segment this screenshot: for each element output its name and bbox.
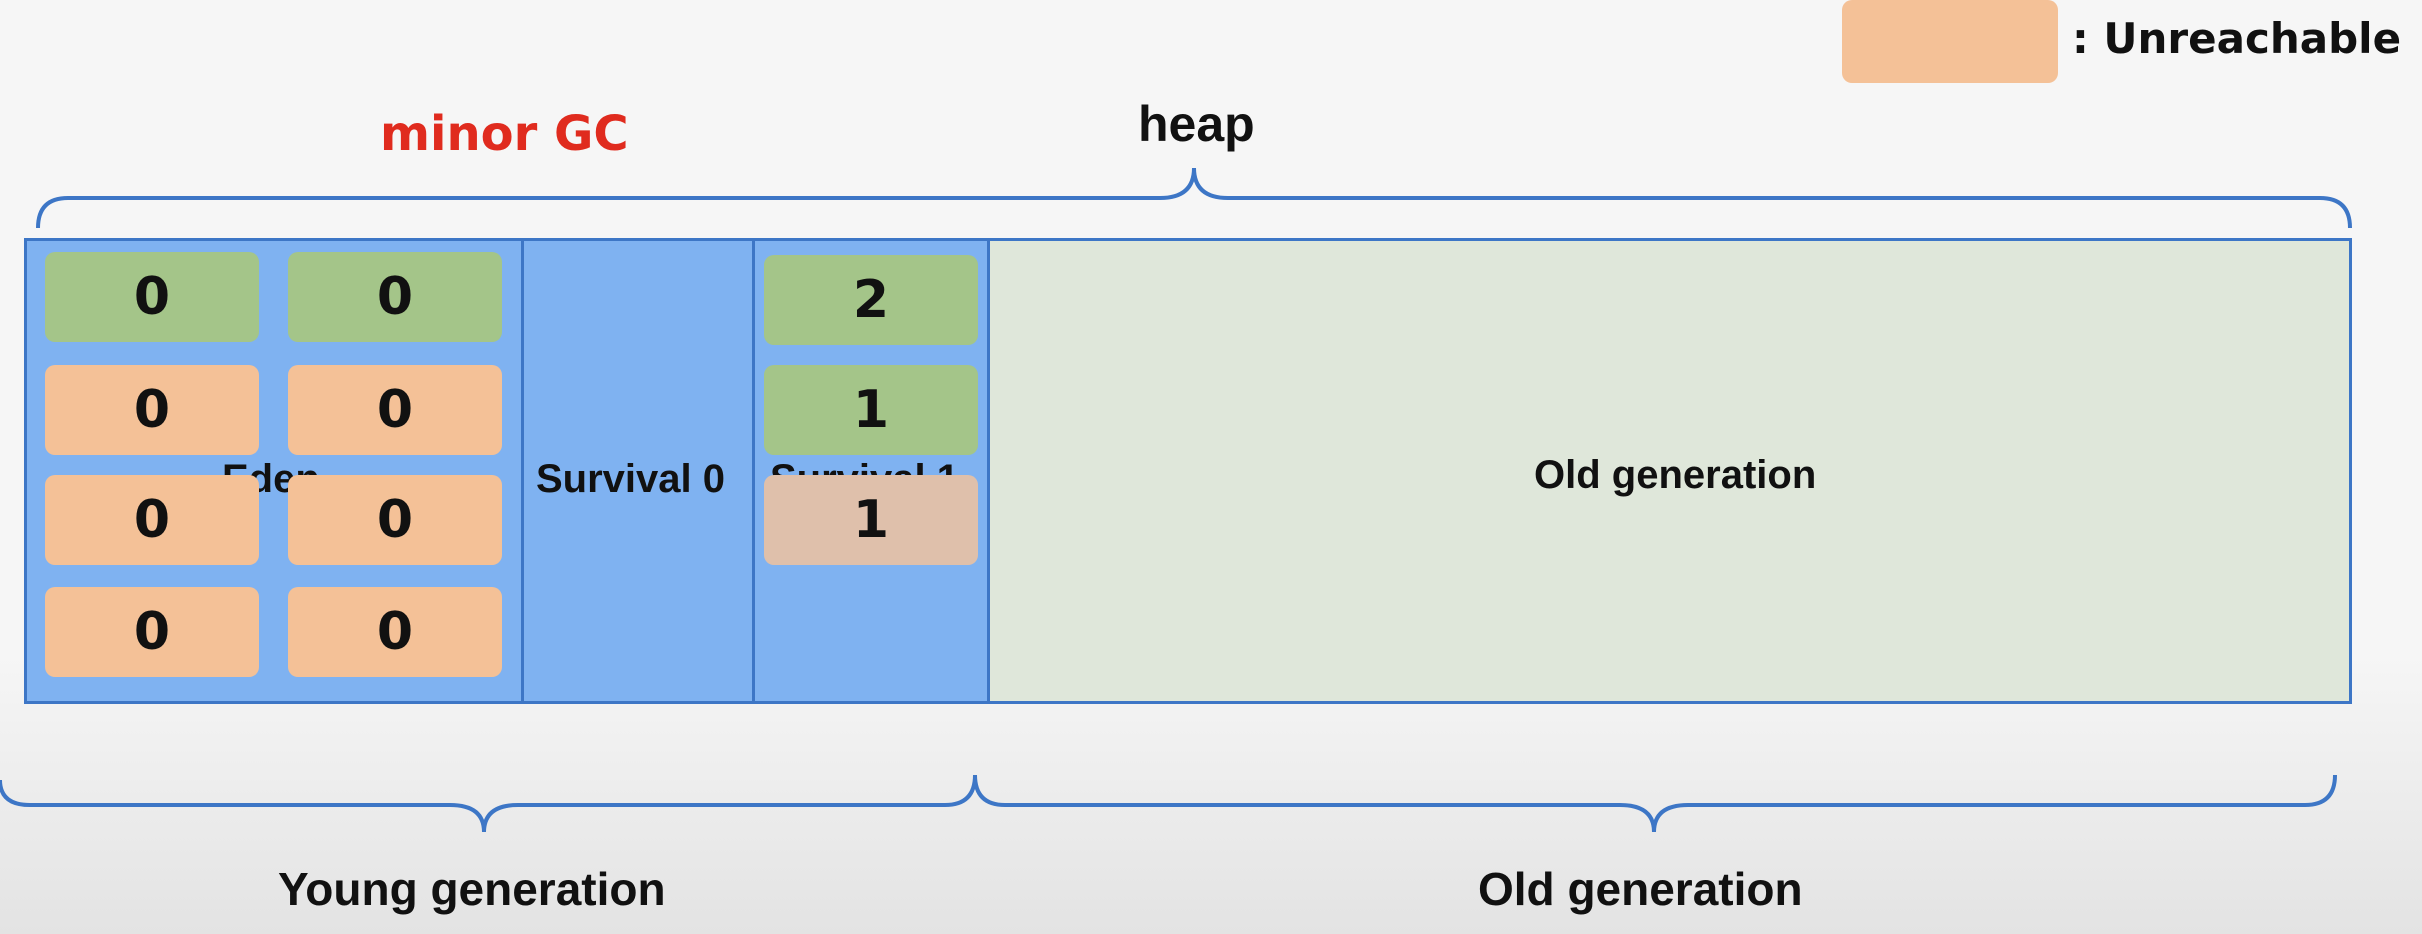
eden-object: 0 <box>288 252 502 342</box>
survival-0-region: Survival 0 <box>521 238 755 704</box>
eden-object: 0 <box>45 252 259 342</box>
young-generation-brace <box>0 774 977 833</box>
minor-gc-title: minor GC <box>380 106 629 162</box>
eden-object-unreachable: 0 <box>45 365 259 455</box>
old-generation-brace <box>973 774 2337 833</box>
survival-1-object: 2 <box>764 255 978 345</box>
eden-object-unreachable: 0 <box>288 587 502 677</box>
old-generation-region-label: Old generation <box>1534 453 1817 497</box>
survival-1-object: 1 <box>764 365 978 455</box>
legend-swatch-unreachable <box>1842 0 2058 83</box>
eden-object-unreachable: 0 <box>288 475 502 565</box>
legend-label: : Unreachable <box>2072 14 2402 63</box>
survival-1-object-unreachable: 1 <box>764 475 978 565</box>
old-generation-region: Old generation <box>987 238 2352 704</box>
old-generation-label: Old generation <box>1478 863 1803 915</box>
heap-brace <box>36 167 2352 229</box>
eden-object-unreachable: 0 <box>45 475 259 565</box>
eden-object-unreachable: 0 <box>288 365 502 455</box>
heap-title: heap <box>1138 96 1255 152</box>
eden-object-unreachable: 0 <box>45 587 259 677</box>
young-generation-label: Young generation <box>278 863 666 915</box>
survival-0-label: Survival 0 <box>536 457 726 501</box>
